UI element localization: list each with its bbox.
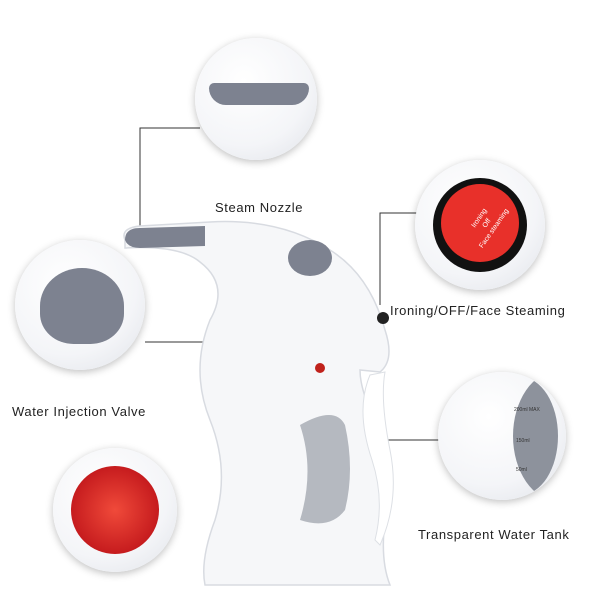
power-indicator bbox=[315, 363, 325, 373]
tank-window-closeup bbox=[513, 377, 558, 495]
nozzle-head bbox=[125, 226, 205, 248]
switch-connector bbox=[379, 212, 418, 305]
valve-label: Water Injection Valve bbox=[12, 404, 146, 419]
water-tank-detail: 200ml MAX 150ml 50ml bbox=[438, 372, 566, 500]
indicator-detail bbox=[53, 448, 177, 572]
nozzle-closeup bbox=[209, 83, 309, 105]
switch-detail: Ironing Off Face steaming bbox=[415, 160, 545, 290]
valve-cap bbox=[288, 240, 332, 276]
water-tank-label: Transparent Water Tank bbox=[418, 527, 570, 542]
red-light-closeup bbox=[71, 466, 159, 554]
switch-button bbox=[441, 184, 519, 262]
steam-nozzle-detail bbox=[195, 38, 317, 160]
handle-window bbox=[362, 371, 394, 546]
steam-nozzle-label: Steam Nozzle bbox=[215, 200, 304, 215]
tank-window bbox=[300, 415, 350, 524]
switch-side bbox=[377, 312, 389, 324]
nozzle-connector bbox=[139, 127, 200, 235]
valve-detail bbox=[15, 240, 145, 370]
valve-closeup bbox=[40, 268, 124, 344]
switch-label: Ironing/OFF/Face Steaming bbox=[390, 303, 566, 318]
